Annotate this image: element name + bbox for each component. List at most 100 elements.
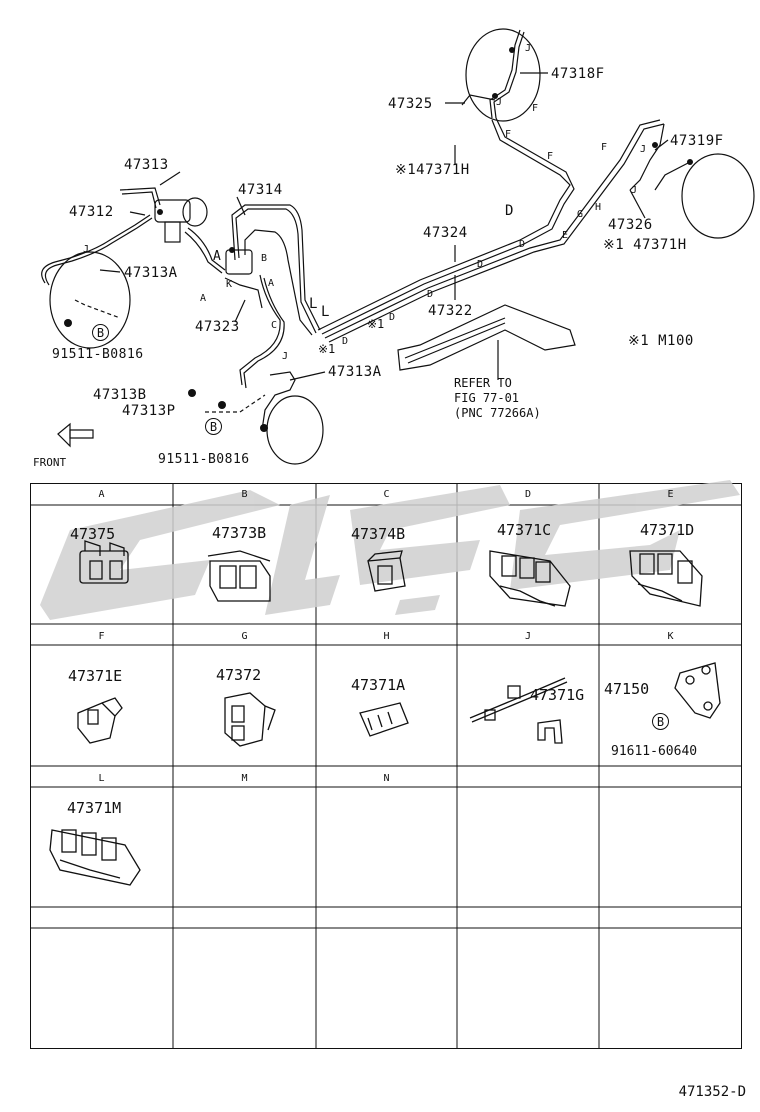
clip-47371a <box>359 702 409 737</box>
table-header-a: A <box>98 489 105 500</box>
label-47319f: 47319F <box>670 133 724 149</box>
part-47371c: 47371C <box>497 521 552 539</box>
label-47323: 47323 <box>195 319 240 335</box>
right-front-wheel <box>465 28 541 122</box>
part-47371a: 47371A <box>351 676 406 694</box>
label-47325: 47325 <box>388 96 433 112</box>
refer-part <box>397 304 576 371</box>
row1-clip-drawings <box>79 540 703 607</box>
clip-letter-l1: L <box>309 296 318 312</box>
bolt-b-marker: B <box>92 324 109 341</box>
left-front-wheel <box>49 251 131 349</box>
clip-letter-d2: D <box>389 312 396 323</box>
table-header-f: F <box>98 631 105 642</box>
table-header-e: E <box>667 489 674 500</box>
clip-letter-f3: F <box>532 103 539 114</box>
clip-letter-d1: D <box>342 336 349 347</box>
label-47322: 47322 <box>428 303 473 319</box>
part-47374b: 47374B <box>351 525 406 543</box>
table-header-k: K <box>667 631 674 642</box>
clip-letter-h: H <box>595 202 602 213</box>
clip-letter-f4: F <box>601 142 608 153</box>
label-47313a-mid: 47313A <box>328 364 382 380</box>
row3-clip-drawings <box>49 829 141 886</box>
front-label: FRONT <box>33 456 67 469</box>
part-47371e: 47371E <box>68 667 123 685</box>
clip-letter-d5: D <box>505 203 514 219</box>
table-header-n: N <box>383 773 390 784</box>
clip-letter-c: C <box>271 320 278 331</box>
clip-letter-k: K <box>226 279 233 290</box>
clip-47371m <box>49 829 141 886</box>
clip-letter-a: A <box>213 249 221 264</box>
label-47313b: 47313B <box>93 387 147 403</box>
proportioning-valve <box>225 249 253 275</box>
refer-fig-text: FIG 77-01 <box>454 391 520 405</box>
table-header-h: H <box>383 631 390 642</box>
table-header-c: C <box>383 489 390 500</box>
row2-clip-drawings <box>77 662 721 747</box>
clip-letter-d6: D <box>519 239 526 250</box>
pipe-47150-valve <box>674 662 721 719</box>
clip-letter-a3: A <box>268 278 275 289</box>
label-47313: 47313 <box>124 157 169 173</box>
clip-letter-j6: J <box>631 185 638 196</box>
clip-47372 <box>224 692 276 747</box>
clip-letter-b: B <box>261 253 268 264</box>
label-47314: 47314 <box>238 182 283 198</box>
clip-47371g <box>469 677 568 744</box>
clip-47375 <box>79 540 129 584</box>
bolt-b-marker-mid: B <box>205 418 222 435</box>
clip-letter-d3: D <box>427 289 434 300</box>
label-47313p: 47313P <box>122 403 176 419</box>
table-header-l: L <box>98 773 105 784</box>
note-m100: ※1 M100 <box>628 333 694 349</box>
part-47371g: 47371G <box>530 686 585 704</box>
clip-letter-d4: D <box>477 259 484 270</box>
bolt-b-marker-table: B <box>652 713 669 730</box>
part-47371m: 47371M <box>67 799 122 817</box>
part-91611-60640: 91611-60640 <box>611 744 698 759</box>
clip-letter-f1: F <box>547 151 554 162</box>
label-91511-mid: 91511-B0816 <box>158 452 250 467</box>
clip-letter-j3: J <box>525 43 532 54</box>
left-rear-wheel <box>266 395 324 465</box>
clip-letter-a2: A <box>200 293 207 304</box>
right-rear-wheel <box>681 153 755 239</box>
label-47318f: 47318F <box>551 66 605 82</box>
clip-letter-f2: F <box>505 129 512 140</box>
mark-1a: ※1 <box>367 317 385 331</box>
mark-1b: ※1 <box>318 342 336 356</box>
part-47371d: 47371D <box>640 521 695 539</box>
label-91511-left: 91511-B0816 <box>52 347 144 362</box>
label-47324: 47324 <box>423 225 468 241</box>
part-47373b: 47373B <box>212 524 267 542</box>
refer-pnc-text: (PNC 77266A) <box>454 406 541 420</box>
table-header-b: B <box>241 489 248 500</box>
table-header-m: M <box>241 773 248 784</box>
clip-47373b <box>207 550 271 602</box>
clip-47374b <box>367 550 406 592</box>
clip-letter-g: G <box>577 209 584 220</box>
pipeline-diagram <box>41 28 755 465</box>
label-47313a-left: 47313A <box>124 265 178 281</box>
clip-letter-j: J <box>83 244 90 255</box>
clip-47371e <box>77 697 123 744</box>
clip-letter-j4: J <box>496 97 503 108</box>
table-header-j: J <box>524 631 532 642</box>
label-47326: 47326 <box>608 217 653 233</box>
table-header-d: D <box>524 489 532 500</box>
clip-letter-j5: J <box>640 144 647 155</box>
clip-letter-j2: J <box>282 351 289 362</box>
label-47371h-right: ※1 47371H <box>603 237 687 253</box>
table-header-g: G <box>241 631 248 642</box>
label-47371h-top: ※147371H <box>395 162 470 178</box>
part-47372: 47372 <box>216 666 262 684</box>
clip-47371c <box>489 550 571 607</box>
label-47312: 47312 <box>69 204 114 220</box>
clip-letter-e: E <box>562 230 569 241</box>
refer-to-text: REFER TO <box>454 376 512 390</box>
part-47150: 47150 <box>604 680 650 698</box>
part-47375: 47375 <box>70 525 116 543</box>
clip-letter-l2: L <box>321 304 330 320</box>
